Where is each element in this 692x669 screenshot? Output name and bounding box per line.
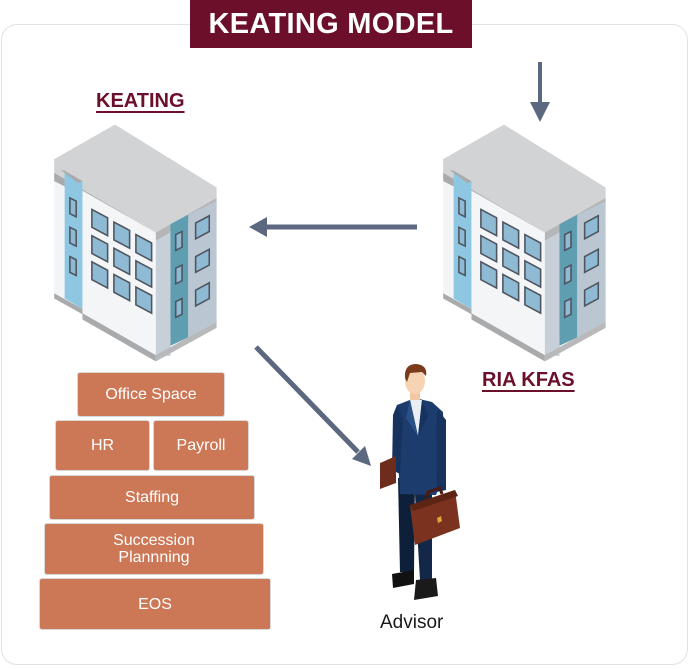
block-succession-planning: Succession Plannning [44,523,264,575]
advisor-label: Advisor [380,612,444,633]
diagram-title: KEATING MODEL [190,0,472,48]
keating-label: KEATING [96,90,185,112]
block-staffing: Staffing [49,475,255,520]
arrow-diagonal-icon [254,345,371,466]
advisor-businessman-icon [380,364,460,600]
arrow-down-icon [530,62,550,122]
arrow-left-icon [249,217,417,237]
block-office-space: Office Space [77,372,225,417]
block-payroll: Payroll [153,420,249,471]
ria-kfas-label: RIA KFAS [482,369,575,391]
block-hr: HR [55,420,150,471]
block-eos: EOS [39,578,271,630]
ria-kfas-building-icon [442,123,607,363]
keating-building-icon [53,123,218,363]
